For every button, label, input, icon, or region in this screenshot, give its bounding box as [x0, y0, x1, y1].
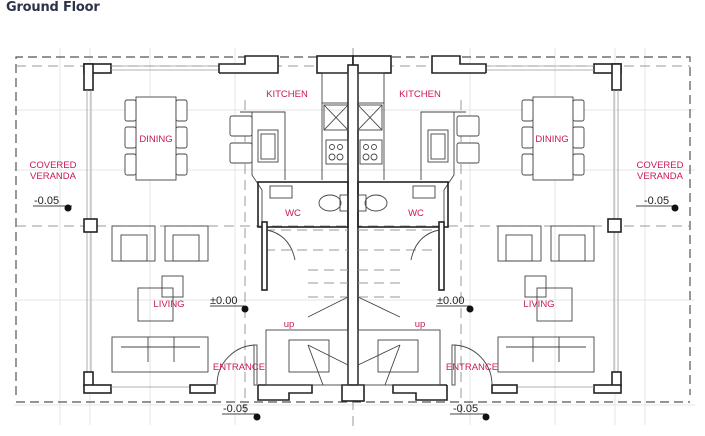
- living-furniture-left: [111, 225, 209, 373]
- level-marker-icon: [482, 413, 490, 421]
- label-wc-right: WC: [408, 208, 424, 219]
- label-entrance-right: ENTRANCE: [446, 362, 498, 373]
- label-living-right: LIVING: [523, 299, 554, 310]
- living-furniture-right: [497, 225, 595, 373]
- label-dining-left: DINING: [139, 134, 172, 145]
- level-veranda-left: -0.05: [34, 195, 59, 207]
- wc-right: [357, 181, 449, 228]
- label-living-left: LIVING: [153, 299, 184, 310]
- level-entry-left: -0.05: [223, 403, 248, 415]
- label-kitchen-right: KITCHEN: [399, 89, 441, 100]
- label-up-left: up: [284, 319, 295, 330]
- label-veranda-right-1: COVERED: [637, 160, 684, 171]
- label-veranda-left-2: VERANDA: [30, 171, 77, 182]
- label-veranda-left-1: COVERED: [30, 160, 77, 171]
- interior-doors: [261, 221, 445, 291]
- level-entry-right: -0.05: [453, 403, 478, 415]
- level-markers: [33, 204, 679, 421]
- level-veranda-right: -0.05: [644, 195, 669, 207]
- label-entrance-left: ENTRANCE: [213, 362, 265, 373]
- level-floor-left: ±0.00: [210, 295, 237, 307]
- level-marker-icon: [466, 305, 474, 313]
- label-dining-right: DINING: [535, 134, 568, 145]
- label-veranda-right-2: VERANDA: [637, 171, 684, 182]
- walls-left: [83, 55, 354, 401]
- party-wall: [347, 64, 359, 396]
- level-marker-icon: [241, 305, 249, 313]
- label-kitchen-left: KITCHEN: [266, 89, 308, 100]
- label-wc-left: WC: [285, 208, 301, 219]
- level-marker-icon: [64, 204, 72, 212]
- level-marker-icon: [253, 413, 261, 421]
- wc-left: [257, 181, 349, 228]
- entrance-doors: [216, 344, 493, 386]
- level-floor-right: ±0.00: [437, 295, 464, 307]
- stairs: [265, 229, 441, 386]
- dining-table-right: [521, 96, 585, 181]
- walls-right: [352, 55, 622, 401]
- kitchen-appliances: [321, 72, 385, 180]
- dining-table-left: [124, 96, 188, 181]
- level-marker-icon: [671, 204, 679, 212]
- page-title: Ground Floor: [6, 0, 100, 15]
- label-up-right: up: [415, 319, 426, 330]
